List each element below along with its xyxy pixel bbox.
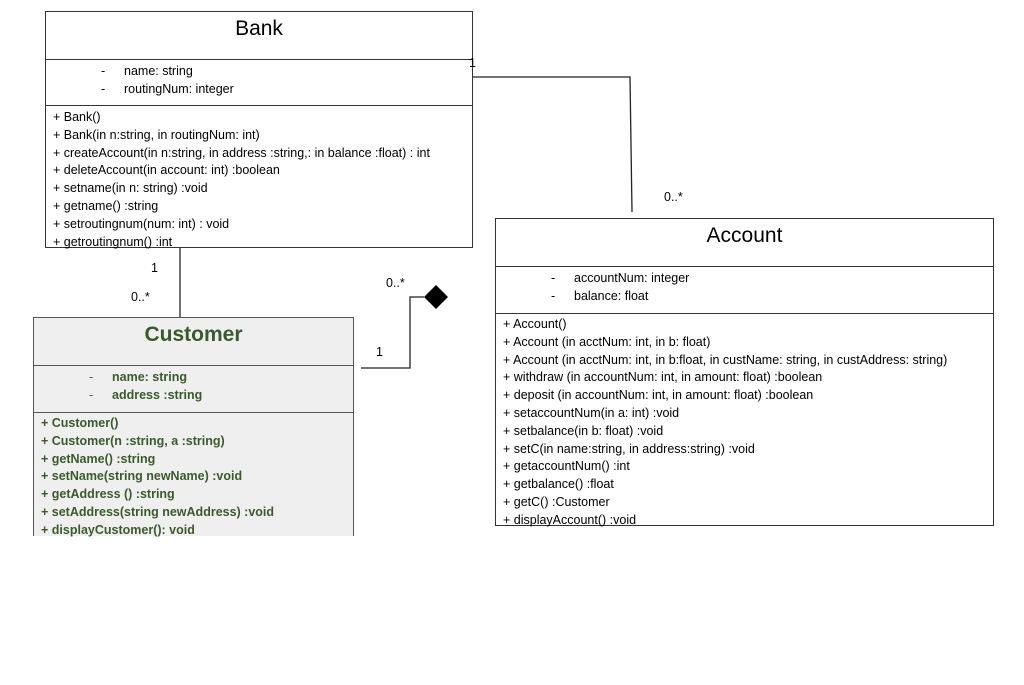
bank-account-association-line [452, 76, 633, 213]
customer-operation: + getAddress () :string [41, 487, 175, 502]
private-marker: - [551, 271, 556, 285]
bank-operation: + deleteAccount(in account: int) :boolea… [53, 163, 280, 178]
account-operation: + Account() [503, 317, 567, 331]
bank-operation: + setroutingnum(num: int) : void [53, 216, 230, 231]
bank-operation: + Bank(in n:string, in routingNum: int) [53, 127, 260, 142]
customer-operations: + Customer() + Customer(n :string, a :st… [34, 412, 353, 540]
account-operation: + Account (in acctNum: int, in b:float, … [503, 352, 948, 367]
account-operation: + withdraw (in accountNum: int, in amoun… [503, 370, 823, 385]
bank-operation: + createAccount(in n:string, in address … [53, 145, 430, 160]
account-operation: + getC() :Customer [503, 494, 610, 509]
bank-class-name: Bank [235, 17, 283, 40]
customer-operation: + Customer(n :string, a :string) [41, 433, 225, 448]
account-operation: + deposit (in accountNum: int, in amount… [503, 388, 814, 403]
account-attributes: -accountNum: integer -balance: float [496, 266, 993, 313]
account-operation: + setC(in name:string, in address:string… [503, 441, 755, 456]
account-attribute: -accountNum: integer [496, 270, 993, 288]
bank-account-bank-multiplicity: 1 [469, 56, 476, 70]
customer-operation: + getName() :string [41, 451, 156, 466]
bank-account-account-multiplicity: 0..* [664, 190, 683, 204]
account-operation: + setaccountNum(in a: int) :void [503, 405, 680, 420]
customer-operation: + setAddress(string newAddress) :void [41, 504, 275, 519]
bank-operation: + getname() :string [53, 198, 159, 213]
bank-operation: + getroutingnum() :int [53, 234, 173, 249]
customer-attribute: -name: string [34, 369, 353, 387]
customer-attribute: -address :string [34, 387, 353, 405]
private-marker: - [89, 387, 94, 402]
customer-attributes: -name: string -address :string [34, 365, 353, 412]
customer-class-name: Customer [144, 323, 243, 346]
account-attribute: -balance: float [496, 288, 993, 306]
bank-attribute: -name: string [46, 63, 472, 81]
private-marker: - [101, 64, 106, 78]
customer-operation: + displayCustomer(): void [41, 522, 195, 537]
account-operation: + setbalance(in b: float) :void [503, 423, 664, 438]
private-marker: - [89, 370, 94, 384]
customer-account-association-line [361, 296, 424, 369]
account-operations: + Account() + Account (in acctNum: int, … [496, 313, 993, 530]
account-operation: + displayAccount() :void [503, 512, 637, 527]
account-class-name: Account [706, 224, 783, 247]
account-operation: + getbalance() :float [503, 477, 614, 492]
bank-attribute: -routingNum: integer [46, 81, 472, 99]
customer-account-composition-diamond [424, 285, 448, 309]
customer-operation: + Customer() [41, 416, 119, 430]
bank-class[interactable]: Bank -name: string -routingNum: integer … [45, 11, 473, 251]
customer-class[interactable]: Customer -name: string -address :string … [33, 317, 354, 537]
private-marker: - [101, 81, 106, 96]
bank-customer-customer-multiplicity: 0..* [131, 290, 150, 304]
private-marker: - [551, 288, 556, 303]
bank-operations: + Bank() + Bank(in n:string, in routingN… [46, 105, 472, 251]
account-operation: + Account (in acctNum: int, in b: float) [503, 334, 711, 349]
bank-attributes: -name: string -routingNum: integer [46, 59, 472, 105]
account-class[interactable]: Account -accountNum: integer -balance: f… [495, 218, 994, 527]
account-operation: + getaccountNum() :int [503, 459, 630, 474]
customer-account-customer-multiplicity: 1 [376, 345, 383, 359]
bank-customer-bank-multiplicity: 1 [151, 261, 158, 275]
customer-account-account-multiplicity: 0..* [386, 276, 405, 290]
customer-operation: + setName(string newName) :void [41, 469, 243, 484]
bank-operation: + Bank() [53, 110, 101, 124]
bank-operation: + setname(in n: string) :void [53, 181, 208, 196]
